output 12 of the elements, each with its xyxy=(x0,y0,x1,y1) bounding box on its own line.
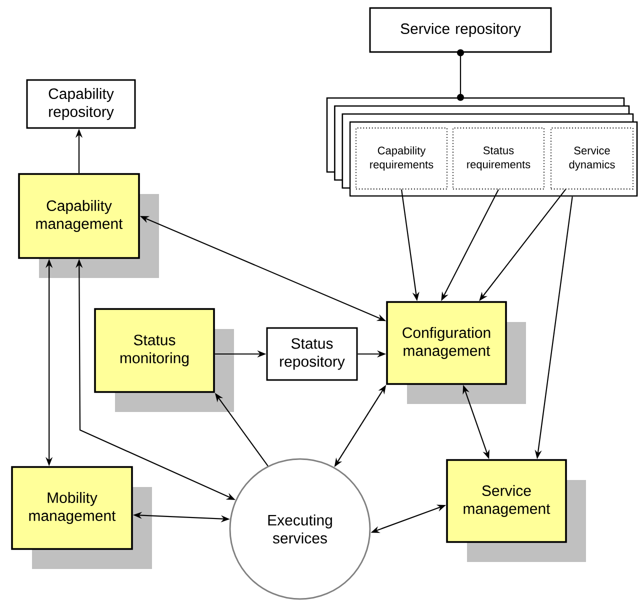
process-box: Service management xyxy=(446,459,586,562)
repository-box: Capability repository xyxy=(26,79,136,129)
repository-box: Service repository xyxy=(369,7,552,53)
repository-box: Status repository xyxy=(266,327,358,381)
process-box: Mobility management xyxy=(11,466,152,569)
process-box: Configuration management xyxy=(386,301,526,404)
process-box: Status monitoring xyxy=(94,308,234,412)
dotted-box: Status requirements xyxy=(452,128,544,190)
connector xyxy=(457,49,464,101)
process-box: Capability management xyxy=(18,173,159,278)
dotted-box: Capability requirements xyxy=(356,128,448,190)
dotted-box: Service dynamics xyxy=(550,128,634,190)
